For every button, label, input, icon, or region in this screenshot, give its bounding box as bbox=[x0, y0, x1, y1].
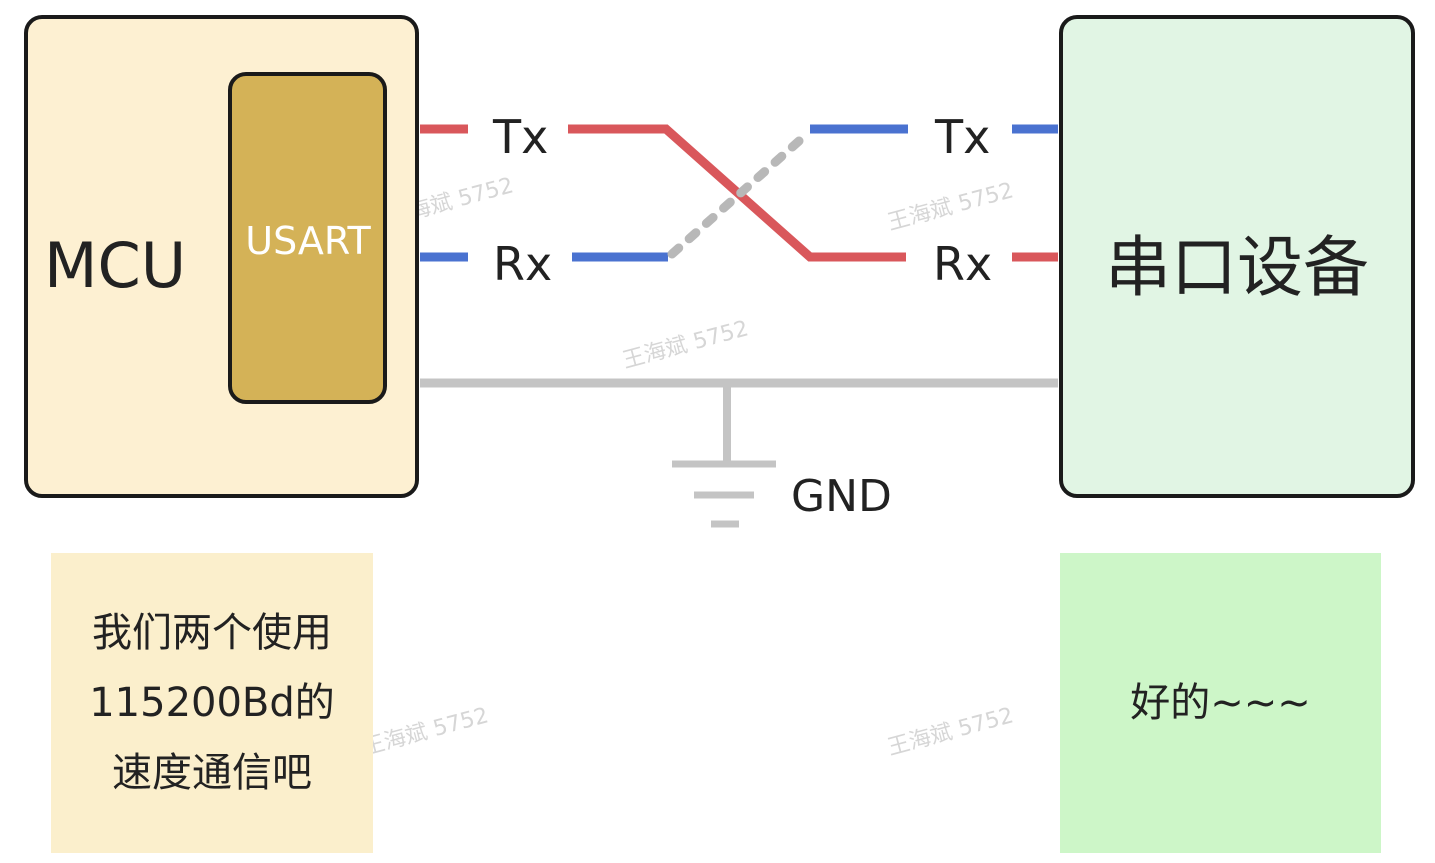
mcu-label: MCU bbox=[44, 229, 186, 302]
mcu-message-text: 我们两个使用 115200Bd的 速度通信吧 bbox=[89, 598, 335, 808]
mcu-rx-label: Rx bbox=[493, 237, 552, 291]
device-reply-note: 好的~~~ bbox=[1060, 553, 1381, 853]
watermark-text: 王海斌 5752 bbox=[885, 178, 1016, 236]
watermark-text: 王海斌 5752 bbox=[360, 703, 491, 761]
device-reply-text: 好的~~~ bbox=[1130, 668, 1311, 738]
device-rx-label: Rx bbox=[933, 237, 992, 291]
serial-device-box bbox=[1059, 15, 1415, 498]
rx-crossing-dotted-line bbox=[667, 128, 813, 259]
usart-block bbox=[228, 72, 387, 404]
mcu-message-line: 速度通信吧 bbox=[112, 750, 312, 796]
usart-label: USART bbox=[245, 219, 371, 263]
mcu-tx-label: Tx bbox=[492, 110, 548, 164]
device-tx-label: Tx bbox=[934, 110, 990, 164]
gnd-label: GND bbox=[791, 471, 892, 522]
device-reply-line: 好的~~~ bbox=[1130, 680, 1311, 726]
watermark-text: 王海斌 5752 bbox=[620, 316, 751, 374]
watermark-text: 王海斌 5752 bbox=[885, 703, 1016, 761]
mcu-message-note: 我们两个使用 115200Bd的 速度通信吧 bbox=[51, 553, 373, 853]
mcu-message-line: 115200Bd的 bbox=[89, 680, 335, 726]
mcu-message-line: 我们两个使用 bbox=[92, 610, 332, 656]
serial-device-label: 串口设备 bbox=[1105, 229, 1369, 306]
